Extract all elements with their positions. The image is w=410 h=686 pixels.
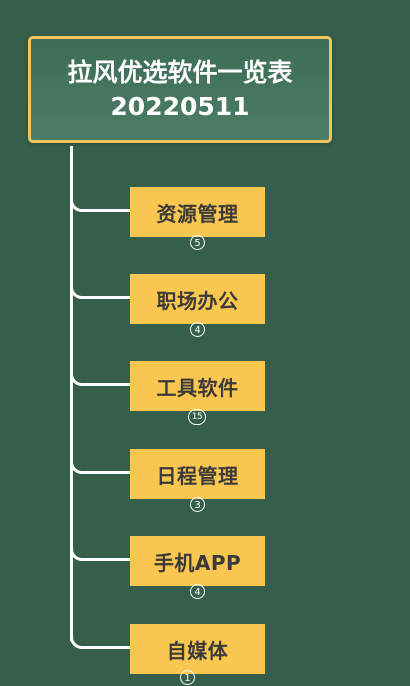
connector-branch-1 [80, 209, 130, 212]
connector-curve-4 [70, 462, 82, 474]
topic-label: 手机APP [153, 550, 242, 575]
topic-label: 资源管理 [156, 201, 239, 226]
child-count-badge[interactable]: 4 [190, 322, 205, 337]
topic-schedule-management[interactable]: 日程管理 [130, 449, 265, 499]
topic-label: 职场办公 [156, 288, 239, 313]
child-count-badge[interactable]: 1 [180, 670, 195, 685]
topic-label: 工具软件 [156, 375, 239, 400]
connector-branch-5 [80, 558, 130, 561]
connector-curve-6 [70, 637, 82, 649]
connector-branch-6 [80, 646, 130, 649]
connector-curve-5 [70, 549, 82, 561]
topic-resource-management[interactable]: 资源管理 [130, 187, 265, 237]
connector-curve-3 [70, 374, 82, 386]
child-count-badge[interactable]: 15 [188, 409, 206, 425]
root-date: 20220511 [110, 91, 250, 121]
child-count-badge[interactable]: 4 [190, 584, 205, 599]
topic-label: 自媒体 [166, 638, 229, 663]
connector-branch-3 [80, 383, 130, 386]
connector-curve-2 [70, 287, 82, 299]
connector-curve-1 [70, 200, 82, 212]
connector-trunk [70, 146, 73, 641]
topic-label: 日程管理 [156, 463, 239, 488]
connector-branch-2 [80, 296, 130, 299]
topic-office-work[interactable]: 职场办公 [130, 274, 265, 324]
child-count-badge[interactable]: 3 [190, 497, 205, 512]
topic-mobile-app[interactable]: 手机APP [130, 536, 265, 586]
topic-self-media[interactable]: 自媒体 [130, 624, 265, 674]
topic-tool-software[interactable]: 工具软件 [130, 361, 265, 411]
root-topic[interactable]: 拉风优选软件一览表 20220511 [28, 36, 332, 143]
child-count-badge[interactable]: 5 [190, 235, 205, 250]
connector-branch-4 [80, 471, 130, 474]
root-title: 拉风优选软件一览表 [67, 57, 293, 87]
